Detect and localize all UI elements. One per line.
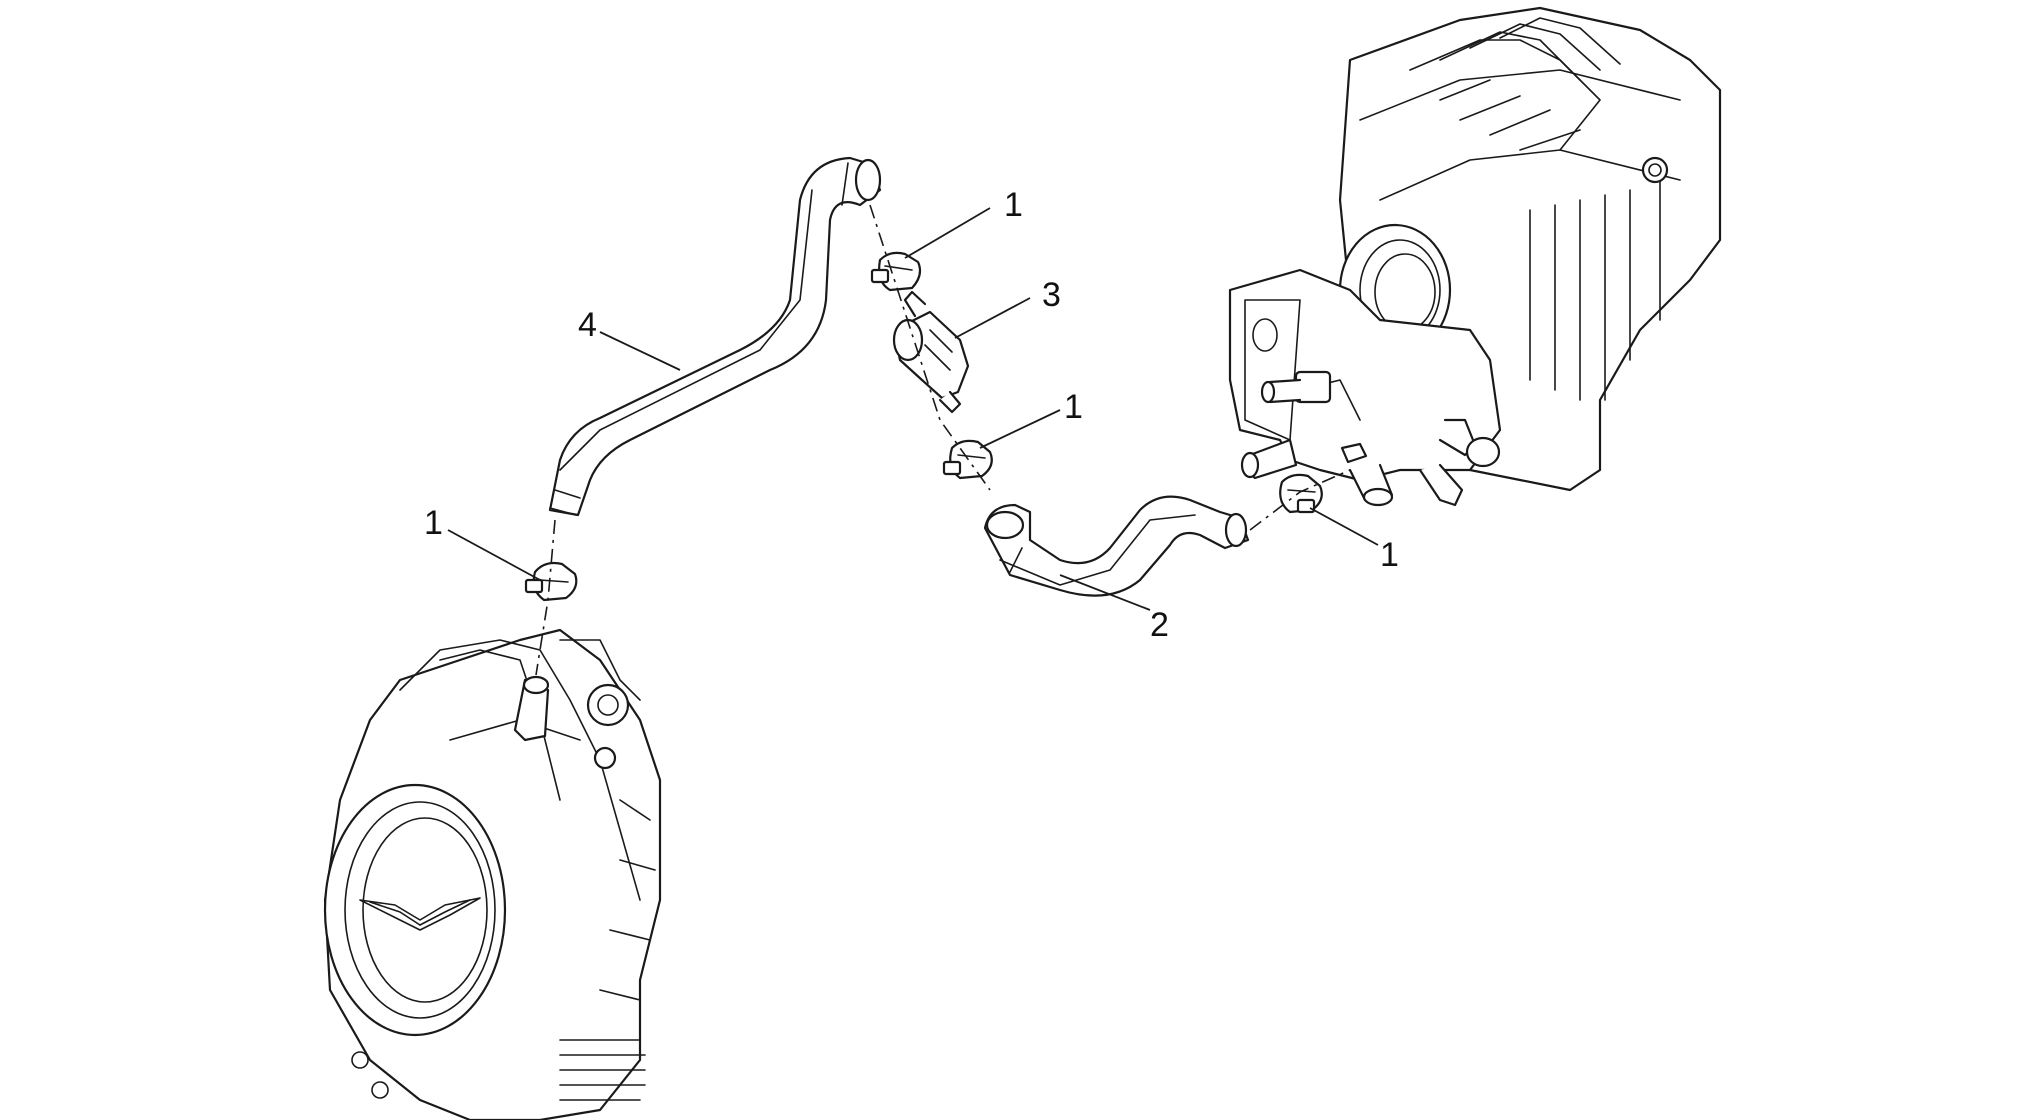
leader-hose-long (599, 331, 681, 371)
clamp-top (870, 251, 922, 292)
callout-valve: 3 (1042, 276, 1061, 314)
leader-clamp-right (1309, 507, 1379, 546)
check-valve (892, 290, 970, 414)
clamp-right (1279, 473, 1323, 514)
leader-clamp-mid (979, 409, 1061, 449)
clamp-left (524, 561, 578, 602)
leader-clamp-left (447, 529, 541, 581)
hose-long (548, 156, 882, 517)
engine-cover (323, 628, 662, 1120)
airbox-assembly (1228, 6, 1722, 507)
callout-clamp-mid: 1 (1064, 388, 1083, 426)
callout-clamp-top: 1 (1004, 186, 1023, 224)
callout-clamp-left: 1 (424, 504, 443, 542)
leader-clamp-top (904, 207, 991, 259)
leader-lines (447, 207, 1379, 611)
leader-valve (954, 297, 1031, 339)
assembly-axes (535, 204, 1351, 676)
callout-labels: 1 3 4 1 1 1 2 (424, 186, 1399, 644)
hose-short (983, 495, 1250, 597)
callout-hose-long: 4 (578, 306, 597, 344)
callout-clamp-right: 1 (1380, 536, 1399, 574)
callout-hose-short: 2 (1150, 606, 1169, 644)
leader-hose-short (1059, 574, 1151, 611)
